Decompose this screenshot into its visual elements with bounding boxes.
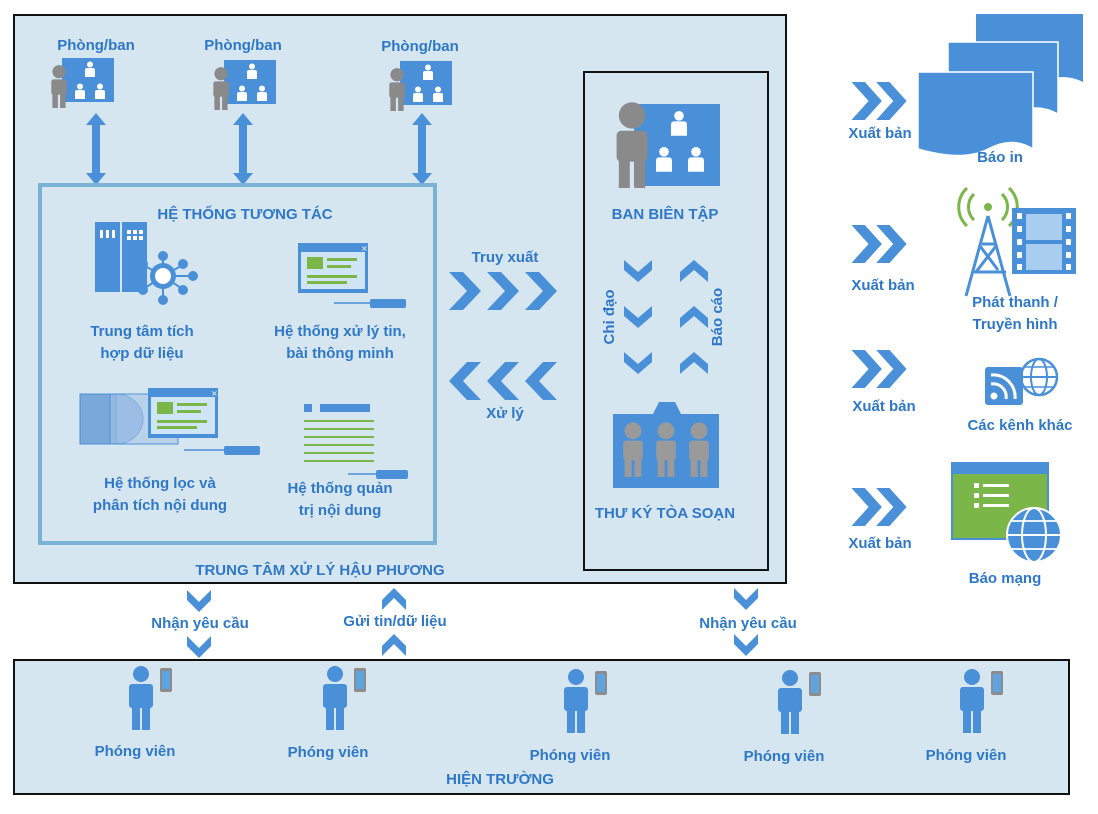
server-network-icon — [95, 222, 198, 305]
process-label: Xử lý — [486, 405, 524, 422]
reporter-icon — [957, 669, 1007, 733]
retrieve-label: Truy xuất — [471, 249, 539, 266]
reporter-label: Phóng viên — [743, 748, 825, 765]
svg-text:×: × — [211, 389, 218, 398]
double-arrow-icon — [86, 113, 106, 185]
chevron-right-icon — [848, 488, 912, 526]
chevron-left-icon — [449, 362, 557, 400]
receive-request-label: Nhận yêu cầu — [699, 615, 797, 632]
department-icon — [48, 58, 114, 108]
svg-text:×: × — [361, 244, 368, 253]
component-label: hợp dữ liệu — [100, 345, 184, 362]
component-label: Hệ thống quản — [287, 480, 393, 497]
field-panel — [13, 659, 1070, 795]
direct-label: Chỉ đạo — [601, 289, 618, 345]
department-icon — [210, 60, 276, 110]
department-label: Phòng/ban — [204, 37, 282, 54]
component-label: trị nội dung — [298, 502, 382, 519]
chevron-right-icon — [449, 272, 557, 310]
reporter-label: Phóng viên — [94, 743, 176, 760]
channel-label: Truyền hình — [972, 316, 1058, 333]
department-label: Phòng/ban — [381, 38, 459, 55]
channel-label: Các kênh khác — [967, 417, 1073, 434]
chevron-right-icon — [848, 350, 912, 388]
window-app-icon: × — [298, 243, 406, 308]
send-data-label: Gửi tin/dữ liệu — [343, 613, 447, 630]
editorial-board-title: BAN BIÊN TẬP — [611, 206, 719, 223]
reporter-label: Phóng viên — [925, 747, 1007, 764]
reporter-icon — [320, 666, 370, 730]
reporter-label: Phóng viên — [287, 744, 369, 761]
reporter-label: Phóng viên — [529, 747, 611, 764]
newspaper-icon — [917, 14, 1083, 157]
department-label: Phòng/ban — [57, 37, 135, 54]
publish-label: Xuất bản — [851, 277, 915, 294]
report-label: Báo cáo — [709, 287, 726, 347]
component-label: Trung tâm tích — [90, 323, 194, 340]
document-list-icon — [304, 404, 408, 479]
chevron-up-icon — [680, 260, 708, 374]
secretary-team-icon — [613, 402, 719, 488]
component-label: Hệ thống xử lý tin, — [274, 323, 406, 340]
component-label: phân tích nội dung — [92, 497, 228, 514]
interaction-system-box — [38, 183, 437, 545]
web-globe-icon — [951, 462, 1062, 563]
double-arrow-icon — [233, 113, 253, 185]
broadcast-tower-icon — [957, 186, 1076, 297]
chevron-down-icon — [624, 260, 652, 374]
receive-request-label: Nhận yêu cầu — [151, 615, 249, 632]
component-label: Hệ thống lọc và — [104, 475, 216, 492]
field-title: HIỆN TRƯỜNG — [446, 771, 554, 788]
editorial-box — [583, 71, 769, 571]
backend-title: TRUNG TÂM XỬ LÝ HẬU PHƯƠNG — [195, 562, 445, 579]
publish-label: Xuất bản — [848, 535, 912, 552]
publish-label: Xuất bản — [848, 125, 912, 142]
rss-globe-icon — [985, 357, 1059, 405]
channel-label: Báo in — [977, 149, 1023, 166]
double-arrow-icon — [412, 113, 432, 185]
department-icon — [386, 61, 452, 111]
chevron-right-icon — [848, 225, 912, 263]
reporter-icon — [561, 669, 611, 733]
channel-label: Báo mạng — [968, 570, 1042, 587]
chevron-right-icon — [848, 82, 912, 120]
editorial-board-icon — [616, 102, 720, 188]
chevron-down-icon — [734, 588, 758, 656]
reporter-icon — [775, 670, 825, 734]
chevron-up-icon — [382, 588, 406, 656]
component-label: bài thông minh — [286, 345, 394, 362]
chevron-down-icon — [187, 590, 211, 658]
interaction-system-title: HỆ THỐNG TƯƠNG TÁC — [157, 206, 333, 223]
secretary-title: THƯ KÝ TÒA SOẠN — [594, 505, 736, 522]
filter-analysis-icon: × — [79, 388, 260, 455]
reporter-icon — [126, 666, 176, 730]
channel-label: Phát thanh / — [972, 294, 1058, 311]
publish-label: Xuất bản — [852, 398, 916, 415]
